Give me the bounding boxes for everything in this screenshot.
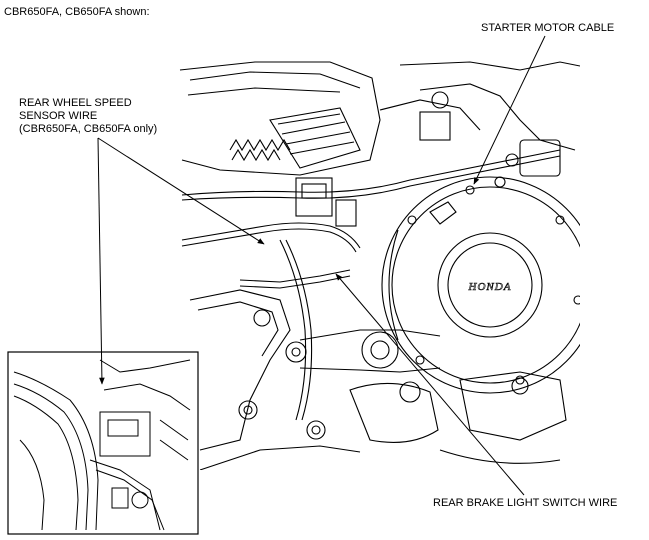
figure-caption: CBR650FA, CB650FA shown: — [4, 6, 150, 18]
leader-starter-motor-cable — [473, 35, 546, 185]
detail-inset-frame — [7, 351, 199, 535]
label-line-2: SENSOR WIRE — [19, 110, 98, 122]
leader-rear-brake-light-switch-wire — [335, 273, 525, 496]
leader-rwss-inset — [97, 137, 105, 385]
label-rear-wheel-speed-sensor-wire: REAR WHEEL SPEED SENSOR WIRE (CBR650FA, … — [19, 97, 157, 136]
label-rear-brake-light-switch-wire: REAR BRAKE LIGHT SWITCH WIRE — [433, 497, 618, 509]
label-line-1: REAR WHEEL SPEED — [19, 97, 132, 109]
label-starter-motor-cable: STARTER MOTOR CABLE — [481, 22, 615, 34]
leader-lines — [97, 35, 546, 496]
engine-logo: HONDA — [468, 281, 512, 293]
detail-inset-view — [13, 359, 191, 531]
label-line-3: (CBR650FA, CB650FA only) — [19, 123, 158, 135]
leader-rwss-main — [97, 137, 265, 245]
main-view — [179, 61, 580, 471]
